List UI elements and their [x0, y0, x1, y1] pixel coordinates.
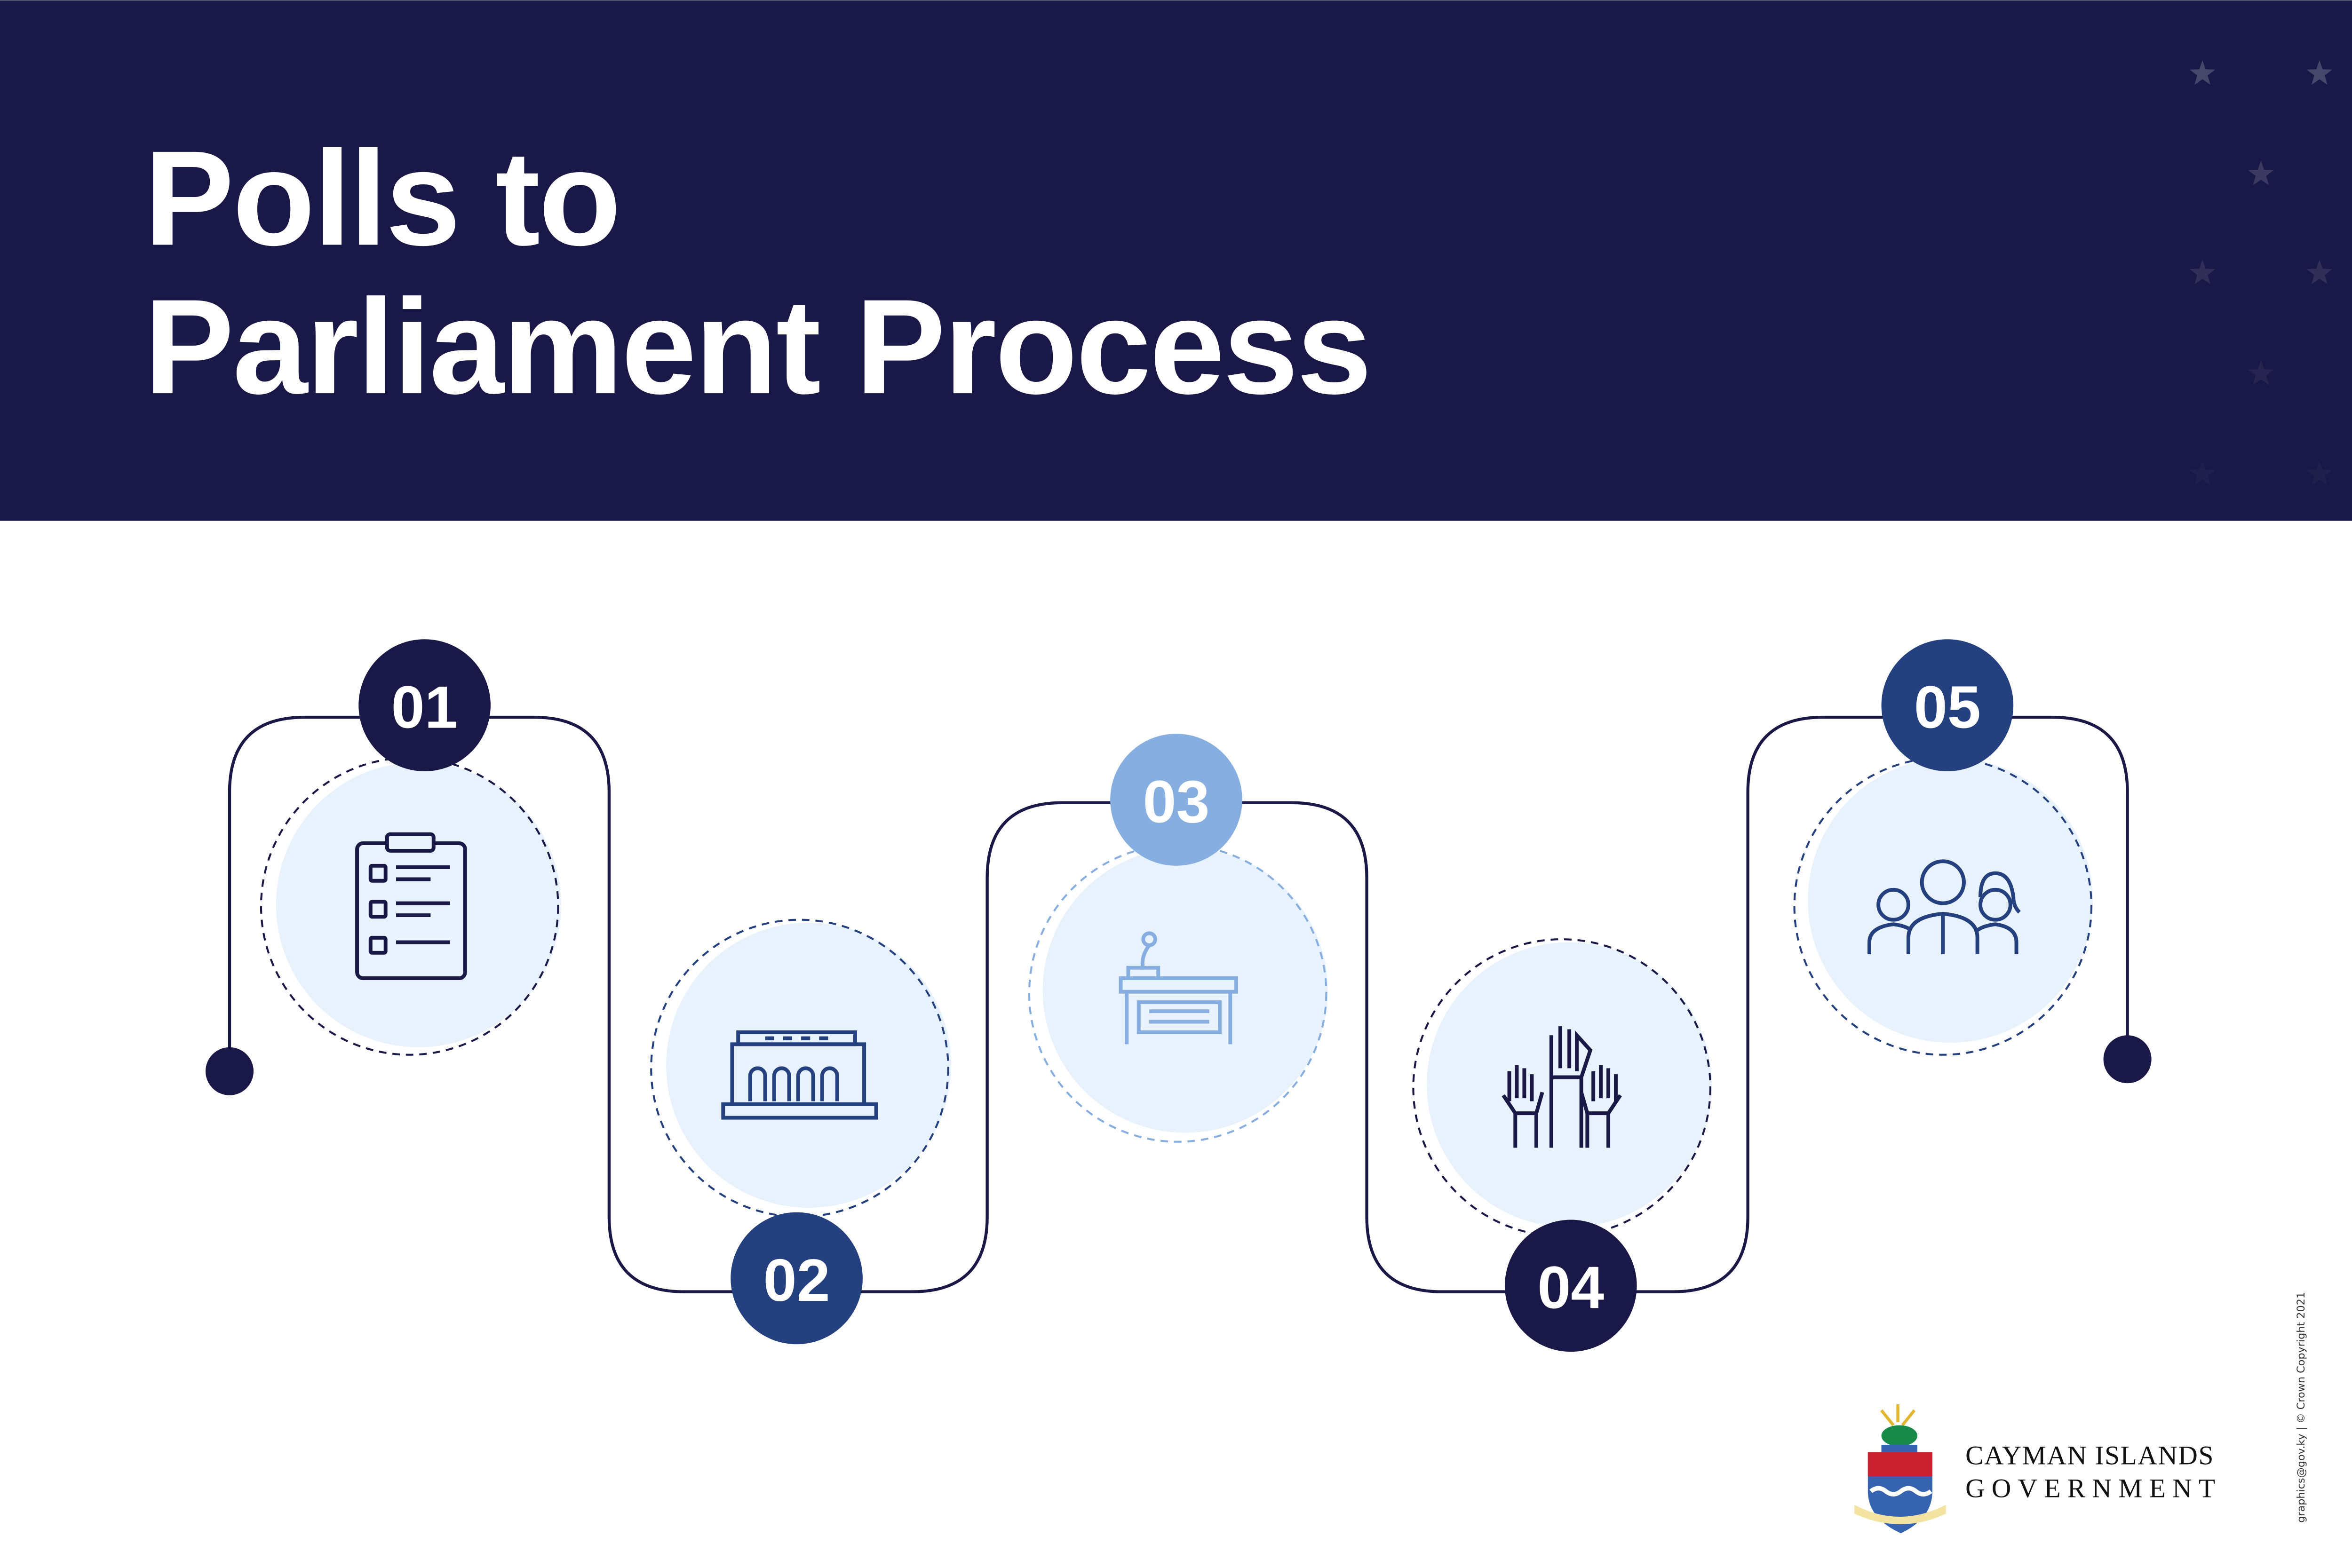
- page-title-line1: Polls to: [144, 122, 620, 273]
- header-banner: [0, 0, 2352, 521]
- step-number: 05: [1914, 674, 1981, 741]
- step-number: 02: [763, 1247, 830, 1314]
- step-circle: [1427, 942, 1712, 1227]
- end-dot: [2103, 1035, 2152, 1084]
- step-3: 03: [1028, 734, 1328, 1143]
- logo-text-line2: GOVERNMENT: [1965, 1474, 2222, 1504]
- step-5: 05: [1793, 639, 2093, 1056]
- logo-text-line1: CAYMAN ISLANDS: [1965, 1441, 2214, 1470]
- step-badge: [358, 639, 491, 771]
- parliament-building-icon: [721, 1030, 878, 1120]
- step-badge: [1110, 734, 1242, 866]
- step-2: 02: [650, 919, 952, 1345]
- step-badge: [731, 1212, 863, 1345]
- coat-of-arms-emblem: [1854, 1404, 1946, 1534]
- copyright-notice: graphics@gov.ky | © Crown Copyright 2021: [2295, 1292, 2307, 1523]
- step-badge: [1881, 639, 2014, 771]
- start-dot: [205, 1047, 254, 1095]
- step-number: 03: [1143, 768, 1210, 835]
- dashed-ring: [260, 757, 559, 1056]
- step-4: 04: [1412, 938, 1712, 1352]
- cayman-islands-government-logo: CAYMAN ISLANDS GOVERNMENT: [1854, 1404, 2222, 1534]
- group-of-people-icon: [1867, 859, 2021, 954]
- step-number: 01: [391, 674, 458, 741]
- step-circle: [666, 923, 952, 1208]
- raised-hands-vote-icon: [1502, 1026, 1622, 1148]
- podium-microphone-icon: [1119, 931, 1239, 1045]
- clipboard-checklist-icon: [355, 832, 467, 981]
- step-badge: [1504, 1220, 1637, 1352]
- step-number: 04: [1537, 1255, 1604, 1322]
- page-title-line2: Parliament Process: [144, 271, 1370, 422]
- dashed-ring: [1793, 757, 2093, 1056]
- dashed-ring: [1028, 844, 1327, 1143]
- step-1: 01: [260, 639, 561, 1056]
